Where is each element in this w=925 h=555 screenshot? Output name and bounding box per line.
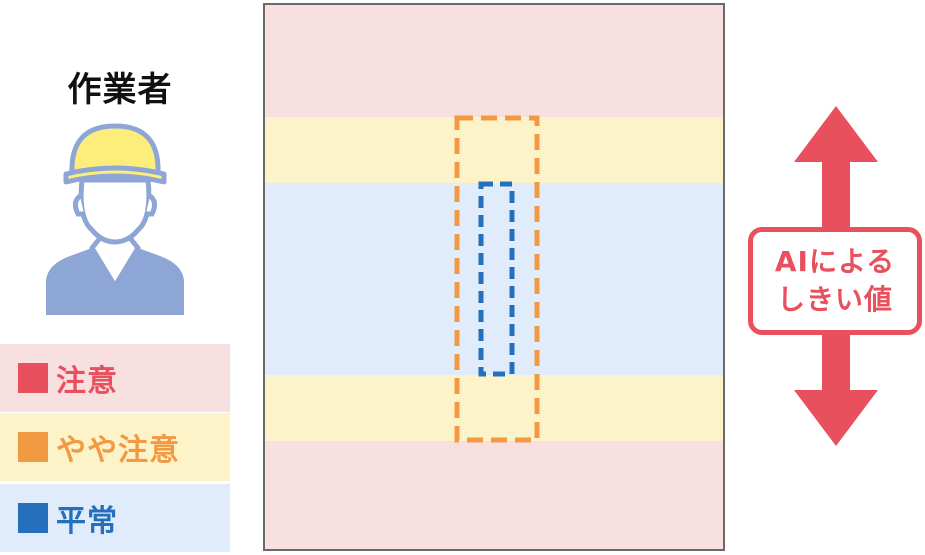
ai-threshold-line1: AIによる: [774, 245, 896, 278]
range-boxes: [454, 115, 540, 443]
legend-label-caution: 注意: [56, 364, 118, 399]
legend-item-normal: 平常: [0, 484, 230, 552]
outer-range-box: [454, 115, 540, 443]
legend-swatch-normal: [18, 503, 48, 533]
zone-slight-caution-bottom: [265, 375, 723, 441]
ai-threshold-label: AIによる しきい値: [748, 227, 922, 335]
legend-swatch-caution: [18, 363, 48, 393]
legend-label-normal: 平常: [56, 504, 118, 539]
zone-normal: [265, 183, 723, 375]
zone-caution-bottom: [265, 441, 723, 549]
worker-helmet-icon: [40, 118, 190, 322]
zone-slight-caution-top: [265, 117, 723, 183]
inner-range-box: [478, 181, 515, 377]
zone-caution-top: [265, 5, 723, 117]
ai-threshold-line2: しきい値: [776, 283, 893, 316]
legend-item-slight-caution: やや注意: [0, 413, 230, 481]
zone-chart: [263, 3, 725, 551]
legend-label-slight-caution: やや注意: [56, 433, 180, 468]
worker-title: 作業者: [67, 70, 173, 110]
legend-swatch-slight-caution: [18, 432, 48, 462]
legend-item-caution: 注意: [0, 344, 230, 412]
